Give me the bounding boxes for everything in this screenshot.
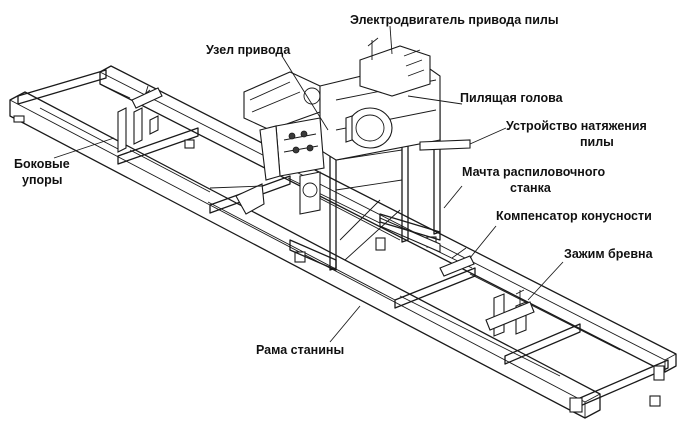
label-motor: Электродвигатель привода пилы: [350, 13, 559, 27]
label-mast-line1: Мачта распиловочного: [462, 165, 606, 179]
label-saw-head: Пилящая голова: [460, 91, 564, 105]
leader-lines: [53, 25, 564, 343]
label-tension-line2: пилы: [580, 135, 614, 149]
label-bed-frame: Рама станины: [256, 343, 344, 357]
label-log-clamp: Зажим бревна: [564, 247, 654, 261]
label-mast-line2: станка: [510, 181, 552, 195]
label-side-stops-line2: упоры: [22, 173, 62, 187]
label-side-stops-line1: Боковые: [14, 157, 70, 171]
label-drive-unit: Узел привода: [206, 43, 291, 57]
label-taper-compensator: Компенсатор конусности: [496, 209, 652, 223]
bed-frame: [9, 65, 677, 419]
side-stops: [117, 85, 163, 153]
drive-unit: [209, 117, 325, 215]
log-clamp: [485, 289, 535, 337]
label-tension-line1: Устройство натяжения: [506, 119, 647, 133]
labels: Электродвигатель привода пилы Узел приво…: [14, 13, 654, 357]
saw-head: [243, 37, 471, 161]
